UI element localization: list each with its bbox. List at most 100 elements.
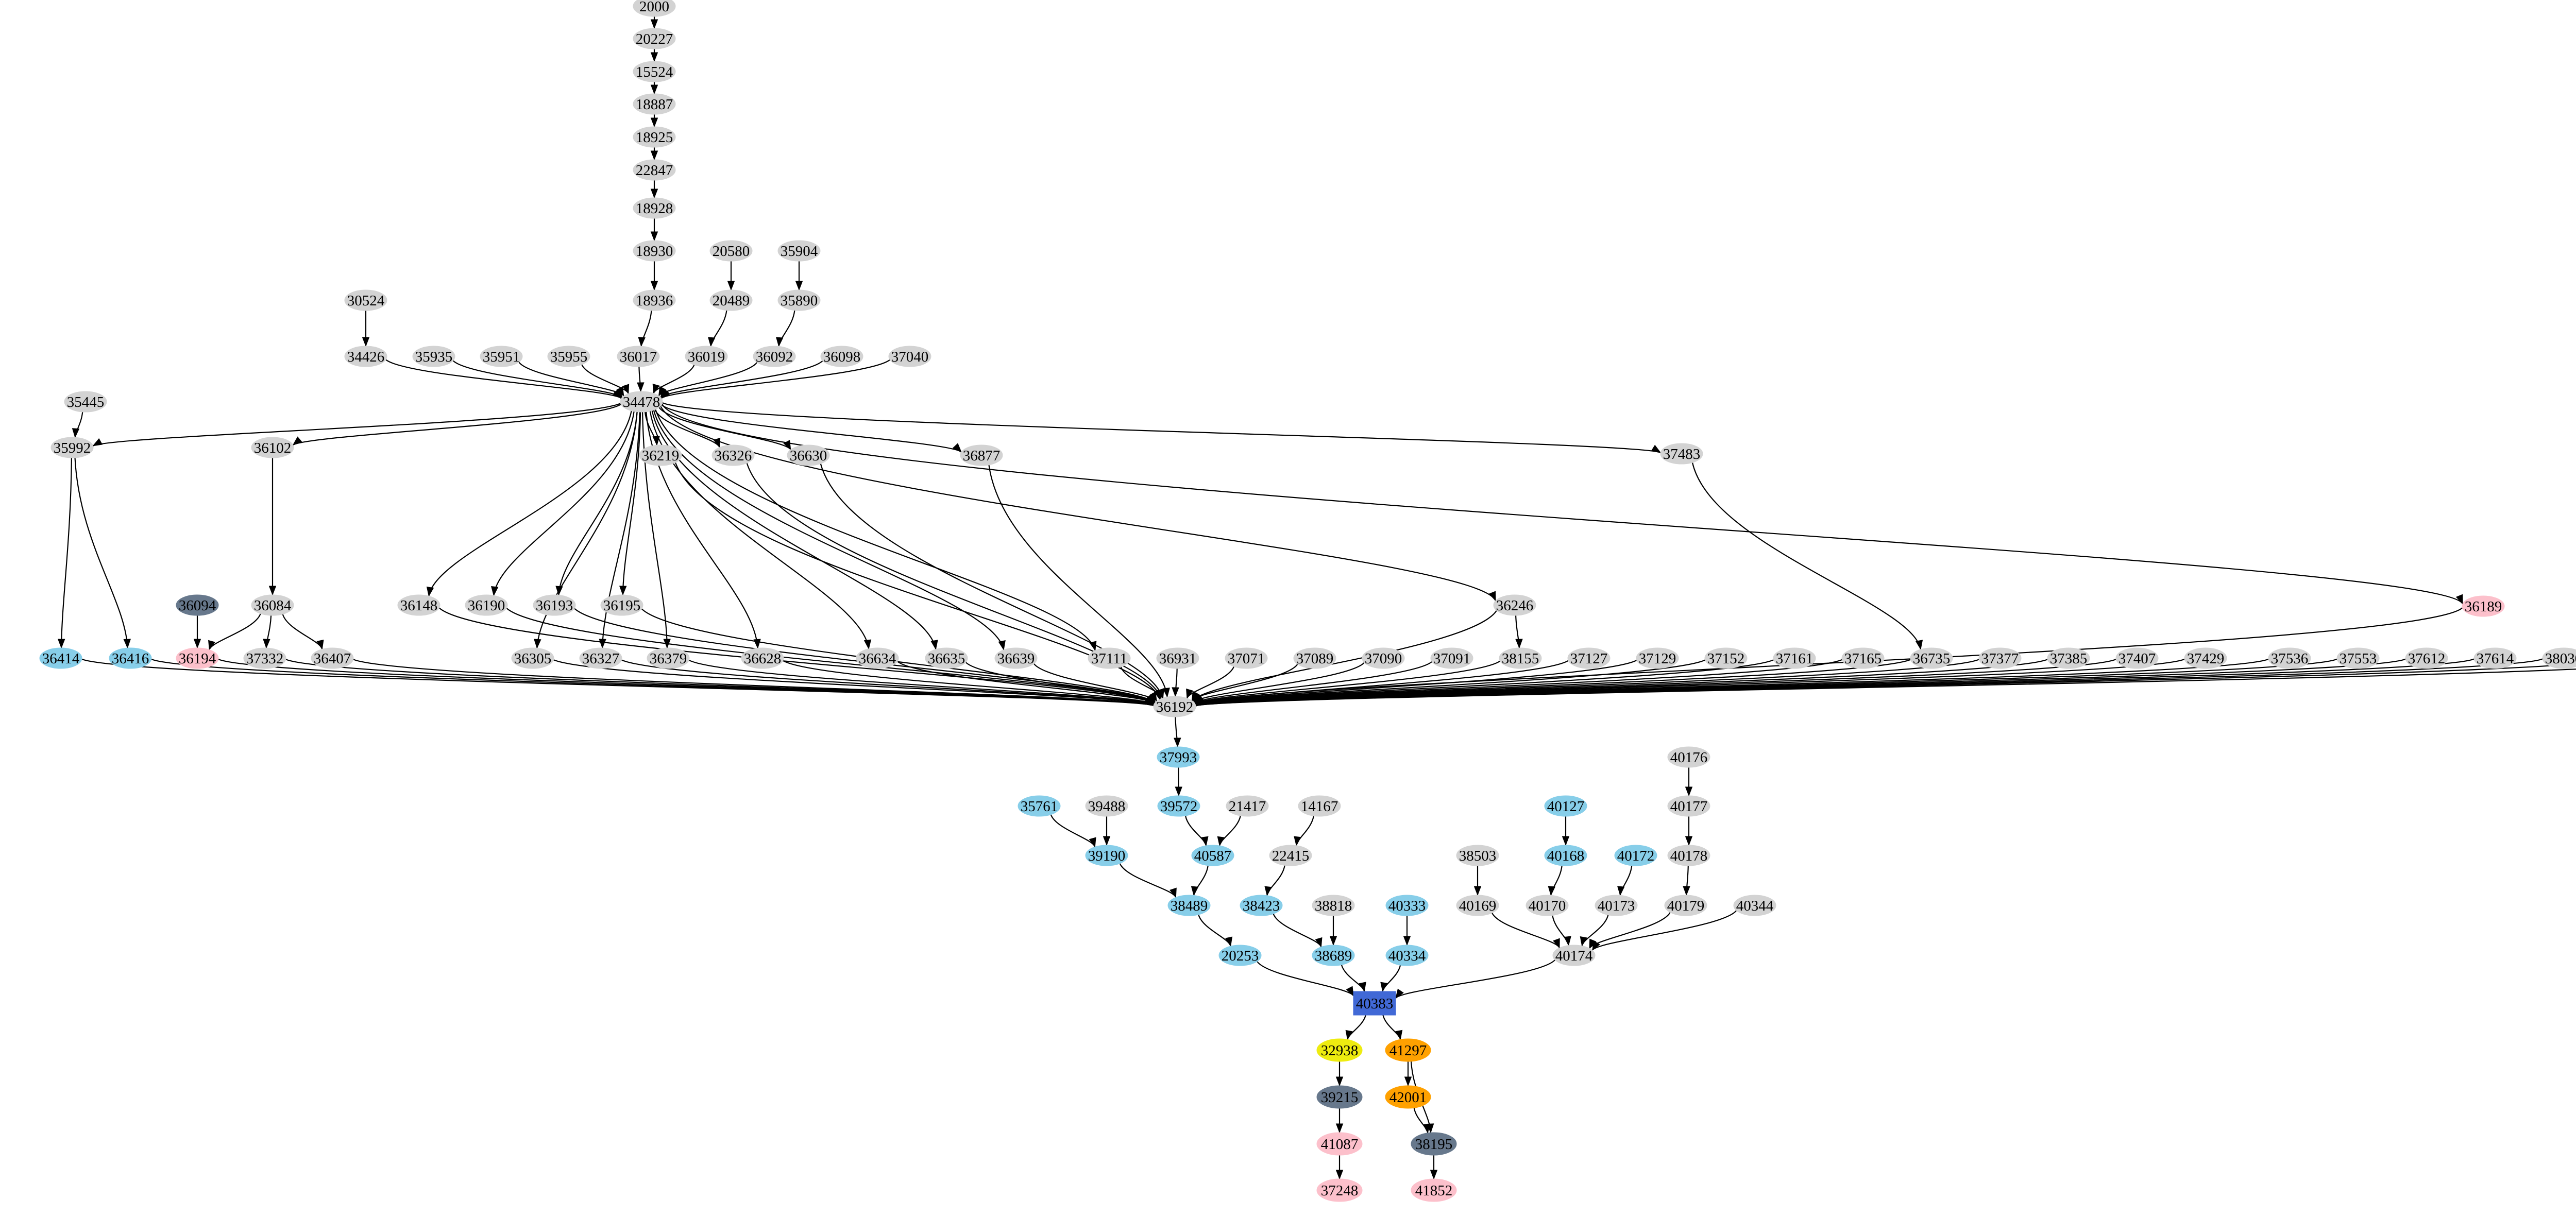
- node-ellipse[interactable]: [633, 0, 676, 17]
- graph-node[interactable]: 37429: [2184, 647, 2227, 669]
- node-ellipse[interactable]: [1362, 647, 1405, 669]
- graph-node[interactable]: 36193: [533, 594, 576, 616]
- node-ellipse[interactable]: [1316, 1132, 1363, 1156]
- graph-node[interactable]: 36326: [711, 444, 755, 466]
- node-ellipse[interactable]: [1552, 945, 1596, 966]
- graph-node[interactable]: 40587: [1191, 845, 1234, 866]
- node-ellipse[interactable]: [344, 289, 387, 311]
- graph-node[interactable]: 36628: [741, 647, 784, 669]
- node-ellipse[interactable]: [1298, 795, 1341, 817]
- graph-node[interactable]: 37040: [888, 346, 931, 367]
- graph-node[interactable]: 34426: [344, 346, 387, 367]
- graph-node[interactable]: 36407: [311, 647, 354, 669]
- node-ellipse[interactable]: [1567, 647, 1611, 669]
- graph-node[interactable]: 37152: [1704, 647, 1748, 669]
- graph-node[interactable]: 30524: [344, 289, 387, 311]
- node-ellipse[interactable]: [1385, 895, 1429, 916]
- node-ellipse[interactable]: [1411, 1132, 1457, 1156]
- node-ellipse[interactable]: [633, 240, 676, 262]
- node-ellipse[interactable]: [412, 346, 455, 367]
- node-ellipse[interactable]: [109, 647, 152, 669]
- node-ellipse[interactable]: [633, 197, 676, 219]
- graph-node[interactable]: 37377: [1978, 647, 2022, 669]
- node-ellipse[interactable]: [1385, 1038, 1431, 1062]
- graph-node[interactable]: 40179: [1664, 895, 1707, 916]
- graph-node[interactable]: 39215: [1316, 1085, 1363, 1109]
- node-ellipse[interactable]: [685, 346, 728, 367]
- node-ellipse[interactable]: [1614, 845, 1657, 866]
- graph-node[interactable]: 37127: [1567, 647, 1611, 669]
- graph-node[interactable]: 20253: [1218, 945, 1262, 966]
- graph-node[interactable]: 37407: [2115, 647, 2159, 669]
- node-ellipse[interactable]: [311, 647, 354, 669]
- node-ellipse[interactable]: [2268, 647, 2311, 669]
- node-ellipse[interactable]: [1226, 795, 1269, 817]
- node-ellipse[interactable]: [1157, 746, 1200, 768]
- node-ellipse[interactable]: [1385, 1085, 1431, 1109]
- graph-node[interactable]: 36195: [600, 594, 643, 616]
- graph-node[interactable]: 36192: [1153, 696, 1196, 717]
- graph-node[interactable]: 22847: [633, 159, 676, 181]
- graph-node[interactable]: 35955: [547, 346, 590, 367]
- node-ellipse[interactable]: [1191, 845, 1234, 866]
- node-ellipse[interactable]: [1544, 845, 1587, 866]
- node-ellipse[interactable]: [1667, 795, 1710, 817]
- graph-node[interactable]: 34478: [620, 391, 663, 413]
- graph-node[interactable]: 40177: [1667, 795, 1710, 817]
- node-ellipse[interactable]: [888, 346, 931, 367]
- graph-node[interactable]: 36416: [109, 647, 152, 669]
- node-ellipse[interactable]: [1499, 647, 1542, 669]
- node-ellipse[interactable]: [960, 444, 1003, 466]
- graph-node[interactable]: 37111: [1088, 647, 1131, 669]
- graph-node[interactable]: 35904: [777, 240, 821, 262]
- node-ellipse[interactable]: [1978, 647, 2022, 669]
- graph-node[interactable]: 36190: [465, 594, 508, 616]
- graph-node[interactable]: 36094: [176, 594, 219, 616]
- graph-node[interactable]: 36735: [1910, 647, 1953, 669]
- graph-node[interactable]: 36092: [753, 346, 796, 367]
- graph-node[interactable]: 36639: [994, 647, 1038, 669]
- graph-node[interactable]: 20227: [633, 28, 676, 49]
- node-ellipse[interactable]: [777, 240, 821, 262]
- graph-node[interactable]: 18925: [633, 126, 676, 148]
- graph-node[interactable]: 15524: [633, 61, 676, 82]
- node-ellipse[interactable]: [1595, 895, 1638, 916]
- node-ellipse[interactable]: [925, 647, 968, 669]
- graph-node[interactable]: 36630: [787, 444, 830, 466]
- node-ellipse[interactable]: [787, 444, 830, 466]
- graph-node[interactable]: 36102: [251, 437, 294, 458]
- graph-node[interactable]: 38423: [1240, 895, 1283, 916]
- node-ellipse[interactable]: [600, 594, 643, 616]
- graph-node[interactable]: 35935: [412, 346, 455, 367]
- graph-node[interactable]: 42001: [1385, 1085, 1431, 1109]
- node-ellipse[interactable]: [1225, 647, 1268, 669]
- graph-node[interactable]: 22415: [1269, 845, 1312, 866]
- node-ellipse[interactable]: [579, 647, 622, 669]
- node-ellipse[interactable]: [1269, 845, 1312, 866]
- graph-node[interactable]: 41852: [1411, 1178, 1457, 1202]
- graph-node[interactable]: 37993: [1157, 746, 1200, 768]
- graph-node[interactable]: 36305: [511, 647, 554, 669]
- node-ellipse[interactable]: [633, 28, 676, 49]
- graph-node[interactable]: 37089: [1293, 647, 1336, 669]
- graph-node[interactable]: 36084: [251, 594, 294, 616]
- graph-node[interactable]: 36189: [2462, 595, 2505, 617]
- graph-node[interactable]: 40169: [1456, 895, 1499, 916]
- node-ellipse[interactable]: [1167, 895, 1211, 916]
- graph-node[interactable]: 41087: [1316, 1132, 1363, 1156]
- graph-node[interactable]: 36414: [39, 647, 82, 669]
- node-ellipse[interactable]: [39, 647, 82, 669]
- graph-node[interactable]: 37165: [1841, 647, 1885, 669]
- graph-node[interactable]: 39572: [1157, 795, 1200, 817]
- graph-node[interactable]: 37614: [2473, 647, 2517, 669]
- graph-node[interactable]: 35761: [1018, 795, 1061, 817]
- graph-node[interactable]: 36098: [820, 346, 863, 367]
- graph-node[interactable]: 40127: [1544, 795, 1587, 817]
- graph-node[interactable]: 36634: [856, 647, 899, 669]
- node-ellipse[interactable]: [1704, 647, 1748, 669]
- node-ellipse[interactable]: [856, 647, 899, 669]
- node-ellipse[interactable]: [1293, 647, 1336, 669]
- graph-node[interactable]: 32938: [1316, 1038, 1363, 1062]
- node-ellipse[interactable]: [2542, 647, 2576, 669]
- node-ellipse[interactable]: [1660, 443, 1703, 465]
